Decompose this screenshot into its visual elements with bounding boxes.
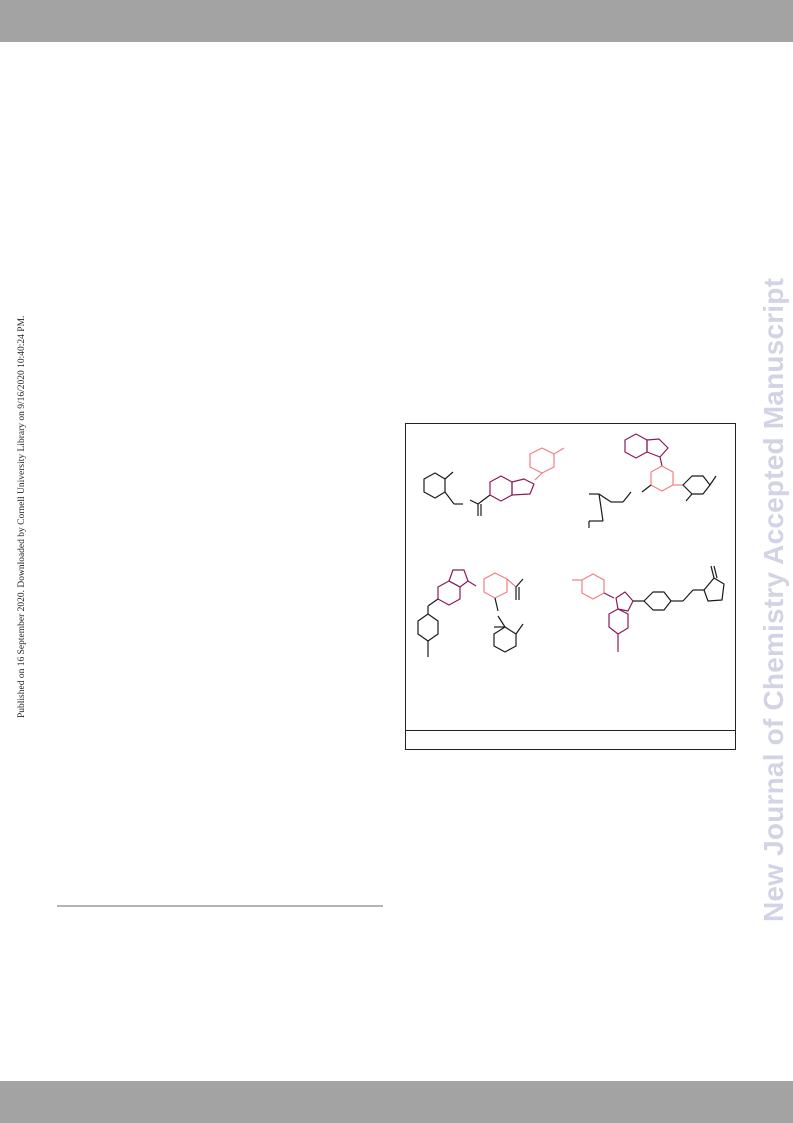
download-notice: Published on 16 September 2020. Download… <box>17 315 27 718</box>
chemical-structures-figure <box>405 423 736 750</box>
molecule-1 <box>423 447 565 516</box>
molecule-3 <box>417 569 524 657</box>
top-banner <box>0 0 793 42</box>
caption-divider <box>406 730 735 731</box>
journal-watermark: New Journal of Chemistry Accepted Manusc… <box>758 277 789 922</box>
structures-drawing <box>417 433 725 657</box>
molecule-2 <box>588 433 717 528</box>
molecule-4 <box>572 565 725 652</box>
footnote-rule <box>57 905 383 907</box>
bottom-banner <box>0 1081 793 1123</box>
